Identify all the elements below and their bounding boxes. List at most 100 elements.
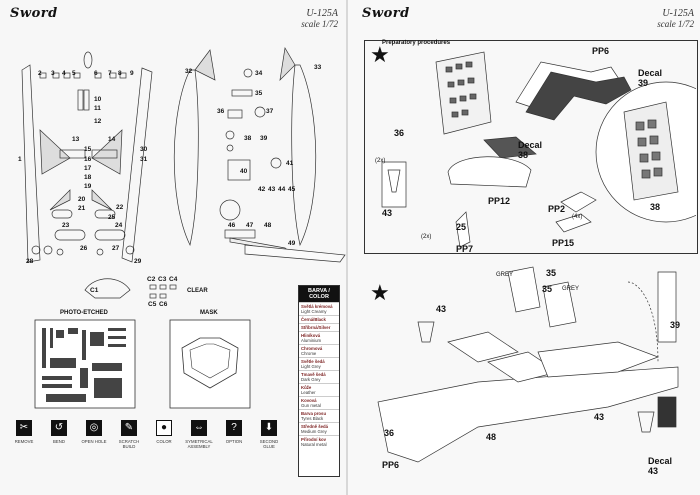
star-step-icon-2: ★ (370, 280, 390, 305)
star-step-icon: ★ (370, 42, 390, 67)
label-pp2: PP2 (548, 204, 566, 214)
part-number-18: 18 (84, 174, 92, 181)
part-number-38: 38 (244, 135, 252, 142)
part-number-33: 33 (314, 64, 322, 71)
step-box-preparatory (364, 40, 698, 254)
label-2x-b: (2x) (421, 234, 432, 240)
scratch-build-icon: ✎ (121, 420, 137, 436)
model-header-right: U-125A scale 1/72 (657, 8, 694, 29)
part-number-8: 8 (118, 70, 122, 77)
color-table-header: BARVA / COLOR (299, 286, 339, 302)
part-number-43: 43 (268, 186, 276, 193)
part-number-19: 19 (84, 183, 92, 190)
label-pp12: PP12 (488, 196, 511, 206)
label-grey-a: GREY (496, 272, 514, 278)
part-number-44: 44 (278, 186, 286, 193)
model-header: U-125A scale 1/72 (301, 8, 338, 29)
clear-part-c4: C4 (169, 276, 178, 283)
legend-remove: ✂REMOVE (14, 420, 34, 444)
part-number-15: 15 (84, 146, 92, 153)
part-number-16: 16 (84, 156, 92, 163)
cockpit-assembly-drawing (377, 266, 679, 463)
brand-logo: Sword (10, 6, 58, 21)
part-number-32: 32 (185, 68, 193, 75)
color-item: Stříbrná/Silver (299, 323, 339, 331)
cockpit-floor (377, 366, 679, 463)
part-number-34: 34 (255, 70, 263, 77)
part-number-26: 26 (80, 245, 88, 252)
part-number-20: 20 (78, 196, 86, 203)
label-2x-a: (2x) (375, 158, 386, 164)
part-number-9: 9 (130, 70, 134, 77)
label-4x: (4x) (572, 214, 583, 220)
label-part-38: 38 (650, 202, 661, 212)
part-number-37: 37 (266, 108, 274, 115)
part-number-40: 40 (240, 168, 248, 175)
instrument-panel (435, 51, 492, 135)
part-number-12: 12 (94, 118, 102, 125)
clear-label: CLEAR (187, 288, 208, 294)
right-instruction-page: Sword U-125A scale 1/72 ★ Preparatory pr… (348, 0, 700, 495)
part-number-7: 7 (108, 70, 112, 77)
clear-part-c1: C1 (90, 287, 99, 294)
fuselage-right (291, 64, 317, 247)
part-number-10: 10 (94, 96, 102, 103)
mask-title: MASK (200, 310, 218, 316)
part-number-11: 11 (94, 105, 101, 112)
label-part-39: 39 (670, 320, 681, 330)
part-number-24: 24 (115, 222, 123, 229)
open-hole-icon: ◎ (86, 420, 102, 436)
label-pp7: PP7 (456, 244, 474, 254)
part-number-27: 27 (112, 245, 120, 252)
part-number-36: 36 (217, 108, 225, 115)
part-number-17: 17 (84, 165, 92, 172)
part-number-3: 3 (51, 70, 55, 77)
option-icon: ? (226, 420, 242, 436)
part-number-29: 29 (134, 258, 142, 265)
part-number-21: 21 (78, 205, 86, 212)
label-pp15: PP15 (552, 238, 575, 248)
scale-label: scale 1/72 (301, 19, 338, 29)
part-number-14: 14 (108, 136, 116, 143)
bend-icon: ↺ (51, 420, 67, 436)
scale-label-right: scale 1/72 (657, 19, 694, 29)
label-part-36b: 36 (384, 428, 395, 438)
part-number-42: 42 (258, 186, 266, 193)
part-number-5: 5 (72, 70, 76, 77)
parts-sprue-drawing (21, 46, 346, 299)
photo-etched-title: PHOTO-ETCHED (60, 310, 108, 316)
color-icon: ● (156, 420, 172, 436)
label-part-43: 43 (382, 208, 393, 218)
label-part-43c: 43 (594, 412, 605, 422)
part-number-2: 2 (38, 70, 42, 77)
pe-and-mask-drawing (34, 319, 251, 409)
part-number-39: 39 (260, 135, 268, 142)
legend-bend: ↺BEND (45, 420, 73, 444)
legend-color: ●COLOR (156, 420, 172, 444)
page-divider (346, 0, 348, 495)
clear-part-c5: C5 (148, 301, 157, 308)
part-number-41: 41 (286, 160, 294, 167)
label-part-48: 48 (486, 432, 497, 442)
symmetrical-assembly-icon: ⇔ (191, 420, 207, 436)
clear-part-c3: C3 (158, 276, 167, 283)
legend-second-glue: ⬇SECOND GLUE (259, 420, 279, 449)
color-item: Černá/Black (299, 315, 339, 323)
part-number-25: 25 (108, 214, 116, 221)
mask-sheet (169, 319, 251, 409)
label-part-25: 25 (456, 222, 467, 232)
part-number-35: 35 (255, 90, 263, 97)
model-name: U-125A (306, 8, 338, 19)
label-part-43b: 43 (436, 304, 447, 314)
part-number-49: 49 (288, 240, 296, 247)
section-title-preparatory: Preparatory procedures (382, 40, 451, 46)
label-part-35a: 35 (546, 268, 557, 278)
